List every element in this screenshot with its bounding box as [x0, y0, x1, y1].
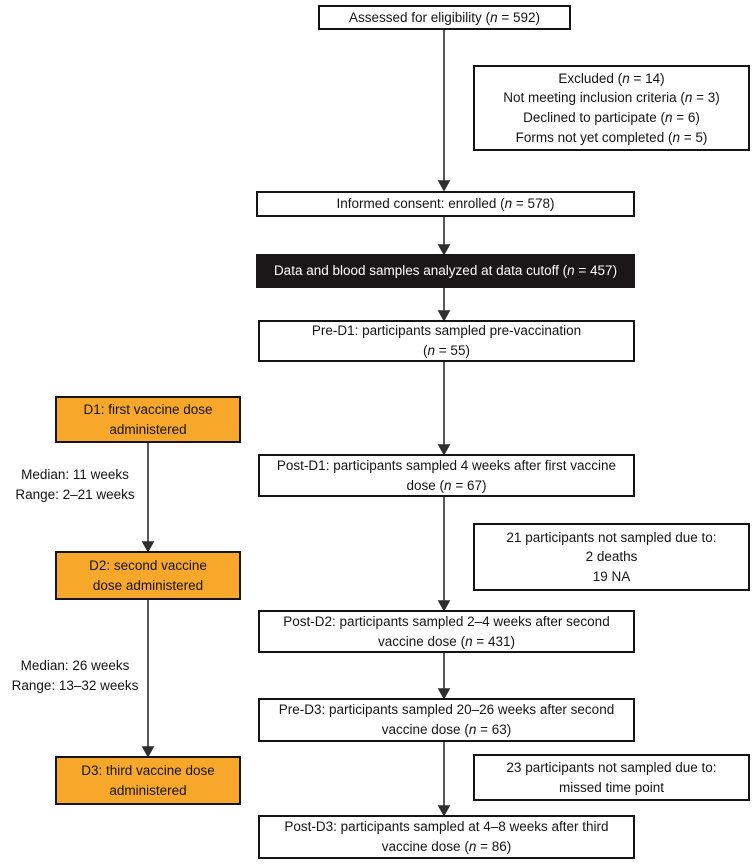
d1-text: D1: first vaccine dose	[83, 401, 213, 417]
not-sampled-21-text: 21 participants not sampled due to:	[506, 529, 717, 545]
d1-dose-box: D1: first vaccine dose administered	[55, 396, 241, 443]
d3-dose-box: D3: third vaccine dose administered	[55, 756, 241, 805]
interval-d2-d3-median: Median: 26 weeks	[20, 658, 130, 673]
pre-d1-count: (n = 55)	[423, 343, 470, 358]
post-d2-text: Post-D2: participants sampled 2–4 weeks …	[283, 613, 610, 629]
post-d2-count: vaccine dose (n = 431)	[378, 633, 515, 649]
arrowhead	[437, 180, 451, 192]
interval-d2-d3-note: Median: 26 weeks Range: 13–32 weeks	[0, 656, 150, 697]
d2-text: D2: second vaccine	[89, 557, 207, 573]
excluded-reason-2: Declined to participate (n = 6)	[523, 110, 700, 125]
arrowhead	[437, 600, 451, 612]
arrowhead	[437, 244, 451, 256]
interval-d2-d3-range: Range: 13–32 weeks	[11, 678, 139, 694]
not-sampled-23-reason: missed time point	[558, 779, 665, 795]
post-d1-count: dose (n = 67)	[406, 477, 487, 493]
interval-d1-d2-median: Median: 11 weeks	[21, 467, 129, 482]
assessed-text: Assessed for eligibility (n = 592)	[349, 9, 540, 25]
d3-text: D3: third vaccine dose	[81, 762, 215, 778]
analyzed-box: Data and blood samples analyzed at data …	[256, 254, 635, 288]
post-d3-box: Post-D3: participants sampled at 4–8 wee…	[258, 815, 635, 859]
analyzed-text: Data and blood samples analyzed at data …	[273, 263, 618, 279]
post-d1-box: Post-D1: participants sampled 4 weeks af…	[258, 454, 635, 497]
pre-d3-box: Pre-D3: participants sampled 20–26 weeks…	[258, 698, 635, 742]
enrolled-text: Informed consent: enrolled (n = 578)	[336, 196, 555, 212]
assessed-box: Assessed for eligibility (n = 592)	[318, 5, 571, 30]
arrowhead	[437, 688, 451, 700]
excluded-text: Excluded (n = 14)	[558, 70, 665, 86]
post-d1-text: Post-D1: participants sampled 4 weeks af…	[276, 457, 617, 473]
excluded-box: Excluded (n = 14) Not meeting inclusion …	[473, 65, 750, 151]
d2-dose-box: D2: second vaccine dose administered	[55, 551, 241, 600]
pre-d3-count: vaccine dose (n = 63)	[381, 722, 512, 737]
pre-d3-text: Pre-D3: participants sampled 20–26 weeks…	[278, 702, 615, 718]
post-d2-box: Post-D2: participants sampled 2–4 weeks …	[258, 610, 635, 653]
excluded-reason-1: Not meeting inclusion criteria (n = 3)	[503, 90, 720, 106]
arrowhead	[141, 746, 155, 758]
excluded-reason-3: Forms not yet completed (n = 5)	[515, 129, 708, 145]
not-sampled-21-box: 21 participants not sampled due to: 2 de…	[473, 523, 750, 591]
post-d3-count: vaccine dose (n = 86)	[381, 839, 512, 854]
not-sampled-23-box: 23 participants not sampled due to: miss…	[473, 754, 750, 801]
not-sampled-21-reason-2: 19 NA	[592, 568, 631, 584]
enrolled-box: Informed consent: enrolled (n = 578)	[256, 191, 635, 217]
arrowhead	[437, 805, 451, 817]
pre-d1-text: Pre-D1: participants sampled pre-vaccina…	[311, 323, 582, 339]
post-d3-text: Post-D3: participants sampled at 4–8 wee…	[284, 819, 609, 835]
arrowhead	[437, 444, 451, 456]
d2-text-2: dose administered	[92, 577, 204, 593]
not-sampled-21-reason-1: 2 deaths	[585, 549, 638, 565]
not-sampled-23-text: 23 participants not sampled due to:	[506, 759, 717, 775]
arrowhead	[437, 310, 451, 322]
interval-d1-d2-range: Range: 2–21 weeks	[15, 487, 135, 503]
d3-text-2: administered	[109, 782, 187, 798]
arrowhead	[141, 541, 155, 553]
interval-d1-d2-note: Median: 11 weeks Range: 2–21 weeks	[0, 465, 150, 506]
pre-d1-box: Pre-D1: participants sampled pre-vaccina…	[258, 320, 635, 362]
d1-text-2: administered	[109, 421, 187, 437]
